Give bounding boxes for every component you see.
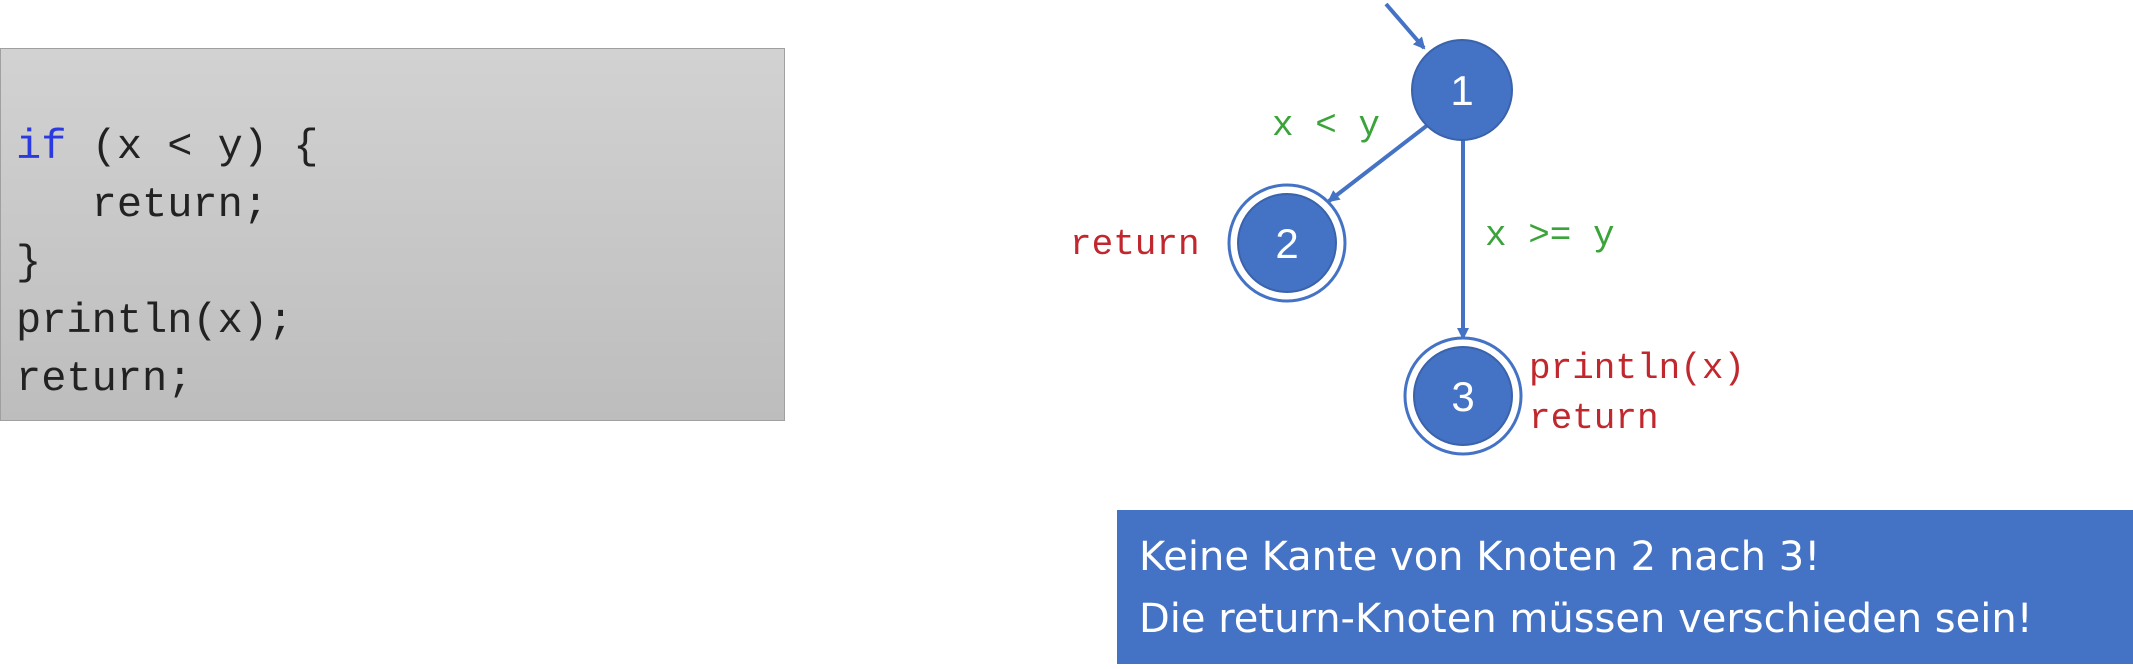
code-line-1-rest: (x < y) { [66, 123, 319, 171]
node-3-statement-2: return [1529, 398, 1659, 439]
node-1: 1 [1411, 39, 1513, 141]
code-line-4: println(x); [16, 297, 294, 345]
node-2-statement: return [1070, 224, 1200, 265]
node-2-label: 2 [1275, 220, 1298, 267]
node-3-statement-1: println(x) [1529, 348, 1745, 389]
code-panel: if (x < y) { return; } println(x); retur… [0, 48, 785, 421]
edge-1-to-2 [1327, 122, 1431, 203]
node-3-label: 3 [1451, 373, 1474, 420]
code-line-2: return; [16, 181, 269, 229]
code-line-5: return; [16, 355, 193, 403]
note-box: Keine Kante von Knoten 2 nach 3! Die ret… [1117, 510, 2133, 664]
code-line-1: if (x < y) { [16, 119, 318, 175]
code-line-3: } [16, 239, 42, 287]
edge-label-x-lt-y: x < y [1272, 105, 1380, 146]
note-line-1: Keine Kante von Knoten 2 nach 3! [1139, 534, 1821, 580]
entry-edge [1384, 2, 1426, 50]
node-1-label: 1 [1450, 67, 1473, 114]
node-3: 3 [1403, 336, 1523, 456]
edge-label-x-ge-y: x >= y [1485, 215, 1615, 256]
node-2: 2 [1227, 183, 1347, 303]
code-keyword-if: if [16, 123, 67, 171]
note-line-2: Die return-Knoten müssen verschieden sei… [1139, 596, 2033, 642]
